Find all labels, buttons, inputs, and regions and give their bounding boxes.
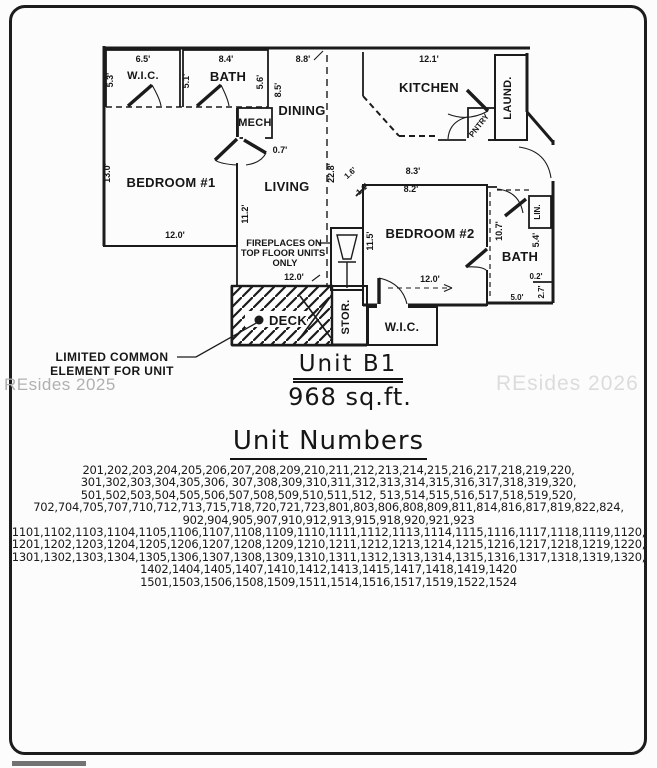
fireplace-note-line3: ONLY: [273, 258, 299, 268]
unit-numbers-heading-wrap: Unit Numbers: [0, 426, 657, 460]
room-label-wic1: W.I.C.: [127, 70, 159, 82]
floor-plan: W.I.C. BATH BEDROOM #1 MECH DINING LIVIN…: [50, 46, 556, 378]
room-label-bedroom2: BEDROOM #2: [386, 226, 475, 241]
door-leaves: [126, 83, 528, 304]
room-label-mech: MECH: [238, 117, 272, 129]
dim-br2-top1: 8.3': [406, 166, 421, 176]
dim-bath1-right: 5.6': [255, 75, 265, 90]
unit-numbers-list: 201,202,203,204,205,206,207,208,209,210,…: [0, 464, 657, 588]
dim-arrow-dining: [313, 50, 324, 61]
unit-title: Unit B1: [293, 351, 403, 383]
room-label-bath2: BATH: [502, 249, 538, 264]
dim-bath1-width: 8.4': [219, 54, 234, 64]
unit-numbers-line: 301,302,303,304,305,306, 307,308,309,310…: [80, 475, 577, 490]
bath-dashed: [489, 189, 529, 300]
limited-common-line1: LIMITED COMMON: [56, 350, 169, 364]
dim-bedroom1-width: 12.0': [165, 230, 185, 240]
unit-numbers-line: 1402,1404,1405,1407,1410,1412,1413,1415,…: [140, 562, 517, 577]
room-label-kitchen: KITCHEN: [399, 80, 459, 95]
bedroom2-walls: [362, 184, 488, 306]
watermark-left: REsides 2025: [4, 375, 116, 394]
unit-numbers-line: 702,704,705,707,710,712,713,715,718,720,…: [33, 500, 624, 515]
br2-dim-arrow: [443, 283, 453, 293]
dim-wic1-height: 5.3': [105, 73, 115, 88]
unit-numbers-line: 1201,1202,1203,1204,1205,1206,1207,1208,…: [11, 537, 646, 552]
room-label-living: LIVING: [264, 179, 309, 194]
fireplace-note-line2: TOP FLOOR UNITS: [241, 248, 325, 258]
room-label-deck: DECK: [269, 313, 307, 328]
room-label-bedroom1: BEDROOM #1: [127, 175, 216, 190]
fireplace-note-line1: FIREPLACES ON: [246, 238, 322, 248]
dim-bedroom1-height: 13.0': [102, 163, 112, 183]
room-label-dining: DINING: [278, 103, 325, 118]
watermark-right: REsides 2026: [496, 372, 639, 395]
deck-x-mark: [299, 295, 332, 339]
dim-kitchen-width: 12.1': [419, 54, 439, 64]
unit-area: 968 sq.ft.: [288, 383, 412, 411]
scan-artifact-bar: [12, 761, 86, 766]
room-label-storage: STOR.: [340, 300, 352, 335]
dim-bedroom2-height: 11.5': [365, 231, 375, 250]
dim-bath2-right: 5.4': [531, 233, 541, 248]
linen-walls: [528, 195, 552, 229]
unit-numbers-heading: Unit Numbers: [229, 426, 428, 460]
unit-numbers-line: 501,502,503,504,505,506,507,508,509,510,…: [80, 487, 577, 502]
unit-numbers-line: 201,202,203,204,205,206,207,208,209,210,…: [82, 463, 575, 477]
dim-bedroom2-width: 12.0': [420, 274, 440, 284]
room-label-linen: LIN.: [533, 204, 542, 219]
dim-living-width: 12.0': [284, 272, 304, 282]
unit-numbers-line: 902,904,905,907,910,912,913,915,918,920,…: [182, 512, 475, 527]
laundry-walls: [494, 54, 528, 141]
limited-common-line2: ELEMENT FOR UNIT: [50, 364, 174, 378]
dim-tick-living: [311, 274, 321, 282]
unit-numbers-line: 1301,1302,1303,1304,1305,1306,1307,1308,…: [11, 549, 646, 564]
dim-unit-depth: 22.8': [326, 163, 336, 183]
unit-numbers-line: 1501,1503,1506,1508,1509,1511,1514,1516,…: [140, 574, 517, 589]
dim-bath2-width: 5.0': [510, 293, 523, 302]
room-label-pantry: PNTRY: [467, 112, 491, 139]
door-arcs: [151, 84, 552, 305]
dim-dining-height: 8.5': [273, 83, 283, 98]
dim-bath2-height: 10.7': [494, 221, 504, 241]
fireplace: [330, 227, 364, 291]
dim-dining-width: 8.8': [296, 54, 311, 64]
room-label-bath1: BATH: [210, 69, 246, 84]
dim-bath2-lower: 2.7': [537, 285, 546, 298]
walls: [102, 46, 555, 347]
room-label-laundry: LAUND.: [502, 76, 514, 119]
page-border-frame: [9, 5, 647, 755]
dim-br2-top2: 8.2': [404, 184, 419, 194]
dim-br2-diag1: 1.6': [342, 165, 358, 180]
dim-living-height: 11.2': [240, 204, 250, 223]
limited-common-leader: [177, 321, 259, 358]
dim-bath1-left: 5.1': [181, 74, 191, 89]
dim-bath2-step: 0.2': [529, 272, 542, 281]
unit-numbers-line: 1101,1102,1103,1104,1105,1106,1107,1108,…: [11, 525, 646, 540]
deck-area: [230, 284, 334, 347]
bedroom1-walls: [103, 108, 238, 247]
door-openings: [235, 136, 556, 308]
dim-mech-depth: 0.7': [273, 145, 288, 155]
kitchen-bay-dashed: [362, 95, 438, 137]
room-label-wic2: W.I.C.: [385, 320, 419, 334]
dim-wic1-width: 6.5': [136, 54, 151, 64]
